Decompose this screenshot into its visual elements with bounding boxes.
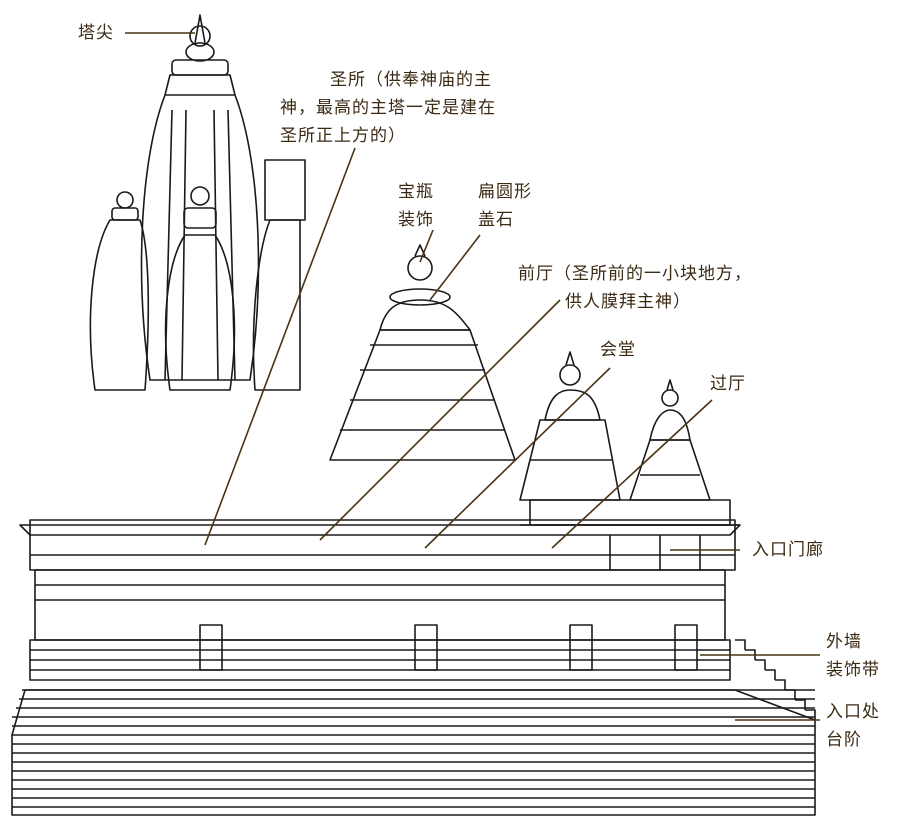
vestibule-dome <box>629 379 711 501</box>
label-sanctum-line2: 神，最高的主塔一定是建在 <box>280 98 496 118</box>
label-entrance-porch: 入口门廊 <box>752 540 824 560</box>
entrance-step <box>785 689 796 700</box>
label-sanctum-line1: 圣所（供奉神庙的主 <box>330 70 492 90</box>
label-steps-line2: 台阶 <box>826 730 862 750</box>
main-spire-tower <box>89 14 306 391</box>
leader-vase <box>419 229 434 263</box>
plinth <box>29 639 731 681</box>
entrance-step <box>755 659 766 670</box>
label-wall-band-line2: 装饰带 <box>826 660 880 680</box>
entrance-step <box>735 639 746 650</box>
entrance-step <box>765 669 776 680</box>
label-vase-line2: 装饰 <box>398 210 434 230</box>
entrance-step <box>795 699 806 710</box>
balcony-level <box>19 519 741 571</box>
label-vestibule: 过厅 <box>710 374 746 394</box>
entrance-step <box>745 649 756 660</box>
leader-hall <box>424 367 611 549</box>
label-antechamber-line1: 前厅（圣所前的一小块地方， <box>518 264 752 284</box>
label-sanctum-line3: 圣所正上方的） <box>280 126 406 146</box>
label-spire: 塔尖 <box>78 23 114 43</box>
label-vase-line1: 宝瓶 <box>398 182 434 202</box>
label-capstone-line2: 盖石 <box>478 210 514 230</box>
label-wall-band-line1: 外墙 <box>826 632 862 652</box>
hall-dome <box>519 351 621 501</box>
platform-outline <box>11 689 816 816</box>
leader-antechamber <box>319 299 561 541</box>
outer-wall-band <box>34 569 726 641</box>
leader-vestibule <box>551 399 713 549</box>
label-antechamber-line2: 供人膜拜主神） <box>565 292 691 312</box>
label-hall: 会堂 <box>600 340 636 360</box>
entrance-step <box>775 679 786 690</box>
leader-lines <box>125 32 820 721</box>
leader-sanctum <box>204 147 356 546</box>
label-steps-line1: 入口处 <box>826 702 880 722</box>
label-capstone-line1: 扁圆形 <box>478 182 532 202</box>
wall-niches <box>199 624 698 671</box>
entrance-steps <box>11 639 816 816</box>
entrance-step <box>805 709 816 720</box>
mandapa-roof <box>329 244 516 461</box>
leader-capstone <box>429 234 481 301</box>
entrance-porch <box>520 499 740 570</box>
